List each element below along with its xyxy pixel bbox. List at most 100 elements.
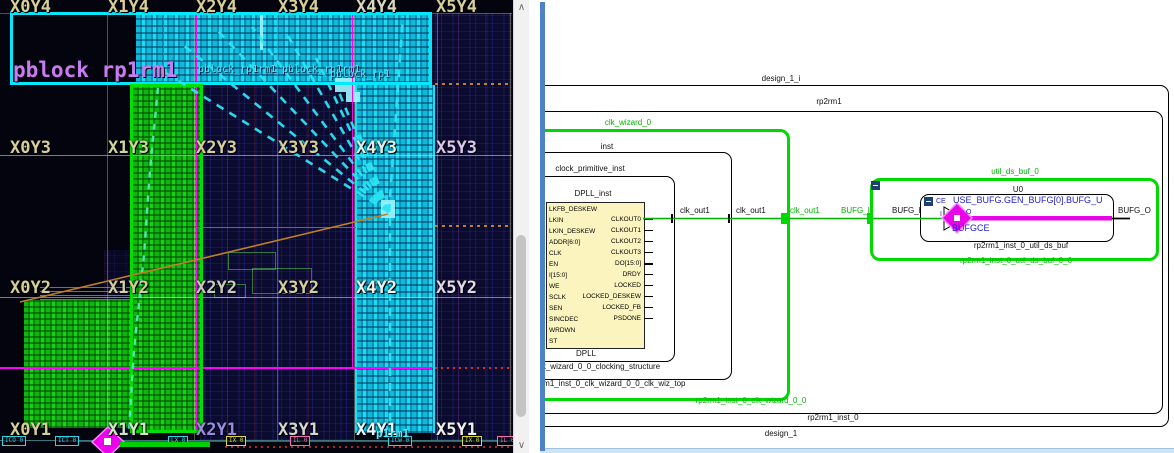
cell-type: design_1 bbox=[764, 429, 798, 438]
dpll-pin: WE bbox=[549, 283, 560, 290]
bufg-path-label: USE_BUFG.GEN_BUFG[0].BUFG_U bbox=[953, 195, 1103, 205]
device-scrollbar[interactable]: ∧ ∨ bbox=[513, 0, 529, 453]
selected-net-magenta bbox=[964, 216, 1112, 221]
dotted-line bbox=[435, 367, 512, 369]
selected-cell-marker[interactable] bbox=[940, 201, 974, 235]
cell-type: rp2rm1_inst_0_util_ds_buf bbox=[973, 241, 1069, 250]
highlight-cyan-band[interactable] bbox=[136, 15, 430, 83]
region-label: X3Y2 bbox=[278, 278, 319, 298]
cell-clock-primitive-inst[interactable] bbox=[540, 176, 675, 362]
bufg-i-pin-label: I bbox=[940, 211, 942, 218]
pblock-line-h bbox=[0, 367, 432, 369]
dpll-pin: SCLK bbox=[549, 294, 566, 301]
cell-name: rp2rm1 bbox=[816, 97, 842, 106]
placed-cells-green-blob[interactable] bbox=[24, 300, 134, 428]
dpll-pin: PSDONE bbox=[582, 313, 653, 324]
region-label: X3Y3 bbox=[278, 138, 319, 158]
region-label: X4Y4 bbox=[356, 0, 397, 17]
boundary-tick bbox=[671, 214, 673, 223]
site-marker bbox=[346, 92, 360, 102]
green-bottom-bar bbox=[120, 442, 210, 447]
region-label: X5Y1 bbox=[436, 420, 477, 440]
cell-rp2rm1[interactable] bbox=[540, 111, 1163, 414]
region-label: X4Y2 bbox=[356, 278, 397, 298]
bufg-type-label: BUFGCE bbox=[952, 223, 990, 233]
region-label: X1Y3 bbox=[108, 138, 149, 158]
cell-name: clk_wizard_0 bbox=[604, 118, 652, 127]
dpll-pin: I[15:0] bbox=[549, 272, 568, 279]
region-grid-v bbox=[354, 13, 355, 440]
dpll-pin: DRDY bbox=[582, 269, 653, 280]
routed-net-orange bbox=[19, 213, 389, 303]
region-label: X0Y1 bbox=[10, 420, 51, 440]
selected-cell-marker[interactable] bbox=[90, 425, 126, 453]
net-label: clk_out1 bbox=[736, 206, 766, 215]
pblock-overlay-label: p1rm1 bbox=[376, 427, 410, 440]
region-grid-v bbox=[107, 13, 108, 440]
dpll-pin: LKIN bbox=[549, 217, 564, 224]
bufg-o-pin-label: O bbox=[966, 209, 972, 216]
port-tick bbox=[867, 213, 873, 224]
collapse-icon[interactable] bbox=[871, 181, 880, 190]
region-grid-v bbox=[194, 13, 195, 440]
schematic-nets[interactable] bbox=[540, 0, 1174, 453]
region-label: X0Y4 bbox=[10, 0, 51, 17]
net-label: BUFG_I bbox=[892, 206, 921, 215]
pblock-label: pblock rp1rm1 bbox=[13, 58, 178, 82]
cell-name: inst bbox=[600, 142, 614, 151]
pblock-rect-cyan[interactable] bbox=[10, 12, 432, 85]
region-grid-h bbox=[0, 155, 512, 156]
dpll-pin: ADDR[6:0] bbox=[549, 239, 581, 246]
region-label: X1Y2 bbox=[108, 278, 149, 298]
dpll-pin: CLK bbox=[549, 250, 562, 257]
site-chip: IX 0 bbox=[226, 436, 247, 446]
dpll-pin: LKIN_DESKEW bbox=[549, 228, 596, 235]
dpll-pin: LOCKED_FB bbox=[582, 302, 653, 313]
dpll-pin: EN bbox=[549, 261, 559, 268]
pblock-sub-label: pblock_rp1rm1 bbox=[198, 64, 277, 75]
region-label: X1Y1 bbox=[108, 420, 149, 440]
site-marker bbox=[260, 12, 263, 50]
collapse-icon[interactable] bbox=[924, 197, 933, 206]
dotted-line bbox=[225, 446, 512, 448]
cell-type: k_wizard_0_0_clocking_structure bbox=[541, 362, 661, 371]
site-chip: IL 0 bbox=[290, 436, 311, 446]
cell-name: clock_primitive_inst bbox=[555, 164, 625, 173]
region-grid-v bbox=[277, 13, 278, 440]
cell-name: U0 bbox=[1012, 185, 1024, 194]
region-label: X4Y1 bbox=[356, 420, 397, 440]
panel-left-border bbox=[540, 2, 545, 451]
region-label: X2Y2 bbox=[196, 278, 237, 298]
pblock-line-v bbox=[163, 13, 164, 84]
cell-type: rp2rm1_inst_0_util_ds_buf_0_0 bbox=[959, 256, 1073, 265]
scroll-up-icon[interactable]: ∧ bbox=[517, 2, 526, 13]
net-label: BUFG_O bbox=[1118, 206, 1151, 215]
cell-design-1-i[interactable] bbox=[540, 85, 1169, 427]
site-chip: IL 0 bbox=[497, 436, 513, 446]
pblock-line-v bbox=[352, 13, 353, 368]
site-chip: IX 0 bbox=[462, 436, 483, 446]
panel-bottom-border bbox=[540, 448, 1174, 453]
region-grid-h bbox=[0, 440, 512, 441]
highlight-cyan-column[interactable] bbox=[355, 85, 435, 433]
dpll-pin: CLKOUT0 bbox=[582, 214, 653, 225]
pblock-line-h bbox=[60, 441, 512, 442]
site-marker bbox=[335, 78, 355, 92]
region-label: X5Y3 bbox=[436, 138, 477, 158]
cell-inst[interactable] bbox=[540, 152, 732, 380]
fabric-area bbox=[200, 85, 355, 440]
pblock-line-h bbox=[196, 227, 356, 228]
region-grid-h bbox=[0, 297, 512, 298]
region-label: X5Y2 bbox=[436, 278, 477, 298]
cell-clk-wizard-0-highlighted[interactable] bbox=[540, 129, 790, 401]
scroll-down-icon[interactable]: ∨ bbox=[517, 440, 526, 451]
cell-type: rm1_inst_0_clk_wizard_0_0_clk_wiz_top bbox=[540, 379, 686, 388]
logic-outline bbox=[252, 268, 312, 294]
cell-type: DPLL bbox=[575, 349, 596, 358]
cell-name: util_ds_buf_0 bbox=[991, 167, 1039, 176]
scrollbar-thumb[interactable] bbox=[516, 235, 526, 417]
site-chip: ICO 0 bbox=[2, 436, 27, 446]
